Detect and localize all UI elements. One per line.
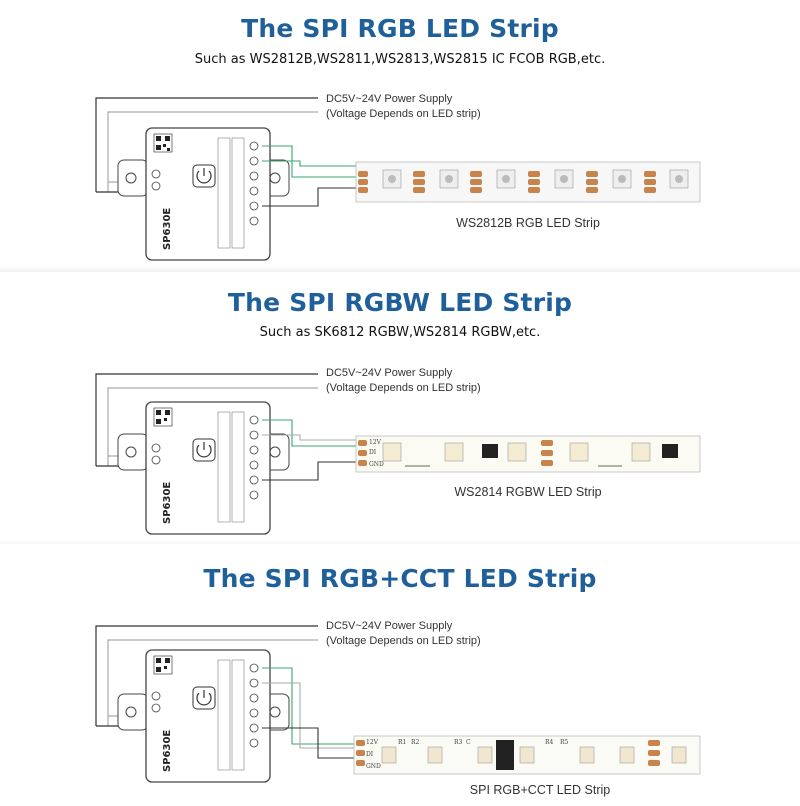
controller-model: SP630E [162, 208, 173, 250]
section-rgb: The SPI RGB LED Strip Such as WS2812B,WS… [0, 0, 800, 272]
wiring-diagram: DC5V~24V Power Supply (Voltage Depends o… [0, 616, 800, 806]
strip-label: WS2814 RGBW LED Strip [454, 485, 601, 499]
wiring-diagram: DC5V~24V Power Supply (Voltage Depends o… [0, 354, 800, 544]
controller-model: SP630E [162, 482, 173, 524]
controller-sp630e: SP630E [117, 401, 290, 535]
supply-label: DC5V~24V Power Supply [326, 620, 453, 632]
led-strip [355, 161, 701, 203]
capacitor-label: C [466, 739, 471, 746]
supply-label: DC5V~24V Power Supply [326, 367, 453, 379]
pin-di: DI [366, 751, 374, 758]
resistor-label: R2 [411, 739, 420, 746]
controller-sp630e: SP630E [117, 127, 290, 261]
controller-model: SP630E [162, 730, 173, 772]
section-rgbcct: The SPI RGB+CCT LED Strip DC5V~24V Power… [0, 544, 800, 800]
resistor-label: R4 [545, 739, 554, 746]
supply-label: DC5V~24V Power Supply [326, 93, 453, 105]
strip-label: WS2812B RGB LED Strip [456, 216, 600, 230]
resistor-label: R5 [560, 739, 569, 746]
power-wire-positive [95, 97, 318, 192]
resistor-label: R1 [398, 739, 406, 746]
power-wire-negative [107, 111, 318, 192]
section-title: The SPI RGB+CCT LED Strip [203, 564, 597, 593]
section-title: The SPI RGBW LED Strip [227, 288, 573, 317]
section-rgbw: The SPI RGBW LED Strip Such as SK6812 RG… [0, 272, 800, 544]
section-subtitle: Such as WS2812B,WS2811,WS2813,WS2815 IC … [194, 52, 606, 67]
supply-note: (Voltage Depends on LED strip) [326, 108, 481, 120]
strip-label: SPI RGB+CCT LED Strip [470, 783, 610, 797]
pin-12v: 12V [369, 439, 382, 446]
supply-note: (Voltage Depends on LED strip) [326, 635, 481, 647]
wiring-diagram: DC5V~24V Power Supply (Voltage Depends o… [0, 82, 800, 272]
pin-gnd: GND [366, 763, 381, 770]
pin-12v: 12V [366, 739, 379, 746]
led-strip: 12V DI GND [355, 435, 701, 473]
pin-di: DI [369, 449, 377, 456]
section-title: The SPI RGB LED Strip [241, 14, 559, 43]
supply-note: (Voltage Depends on LED strip) [326, 382, 481, 394]
resistor-label: R3 [454, 739, 463, 746]
section-subtitle: Such as SK6812 RGBW,WS2814 RGBW,etc. [259, 325, 541, 340]
led-strip: 12V DI GND R1 R2 R3 C R4 R5 [353, 735, 701, 775]
pin-gnd: GND [369, 461, 384, 468]
controller-sp630e: SP630E [117, 649, 290, 783]
